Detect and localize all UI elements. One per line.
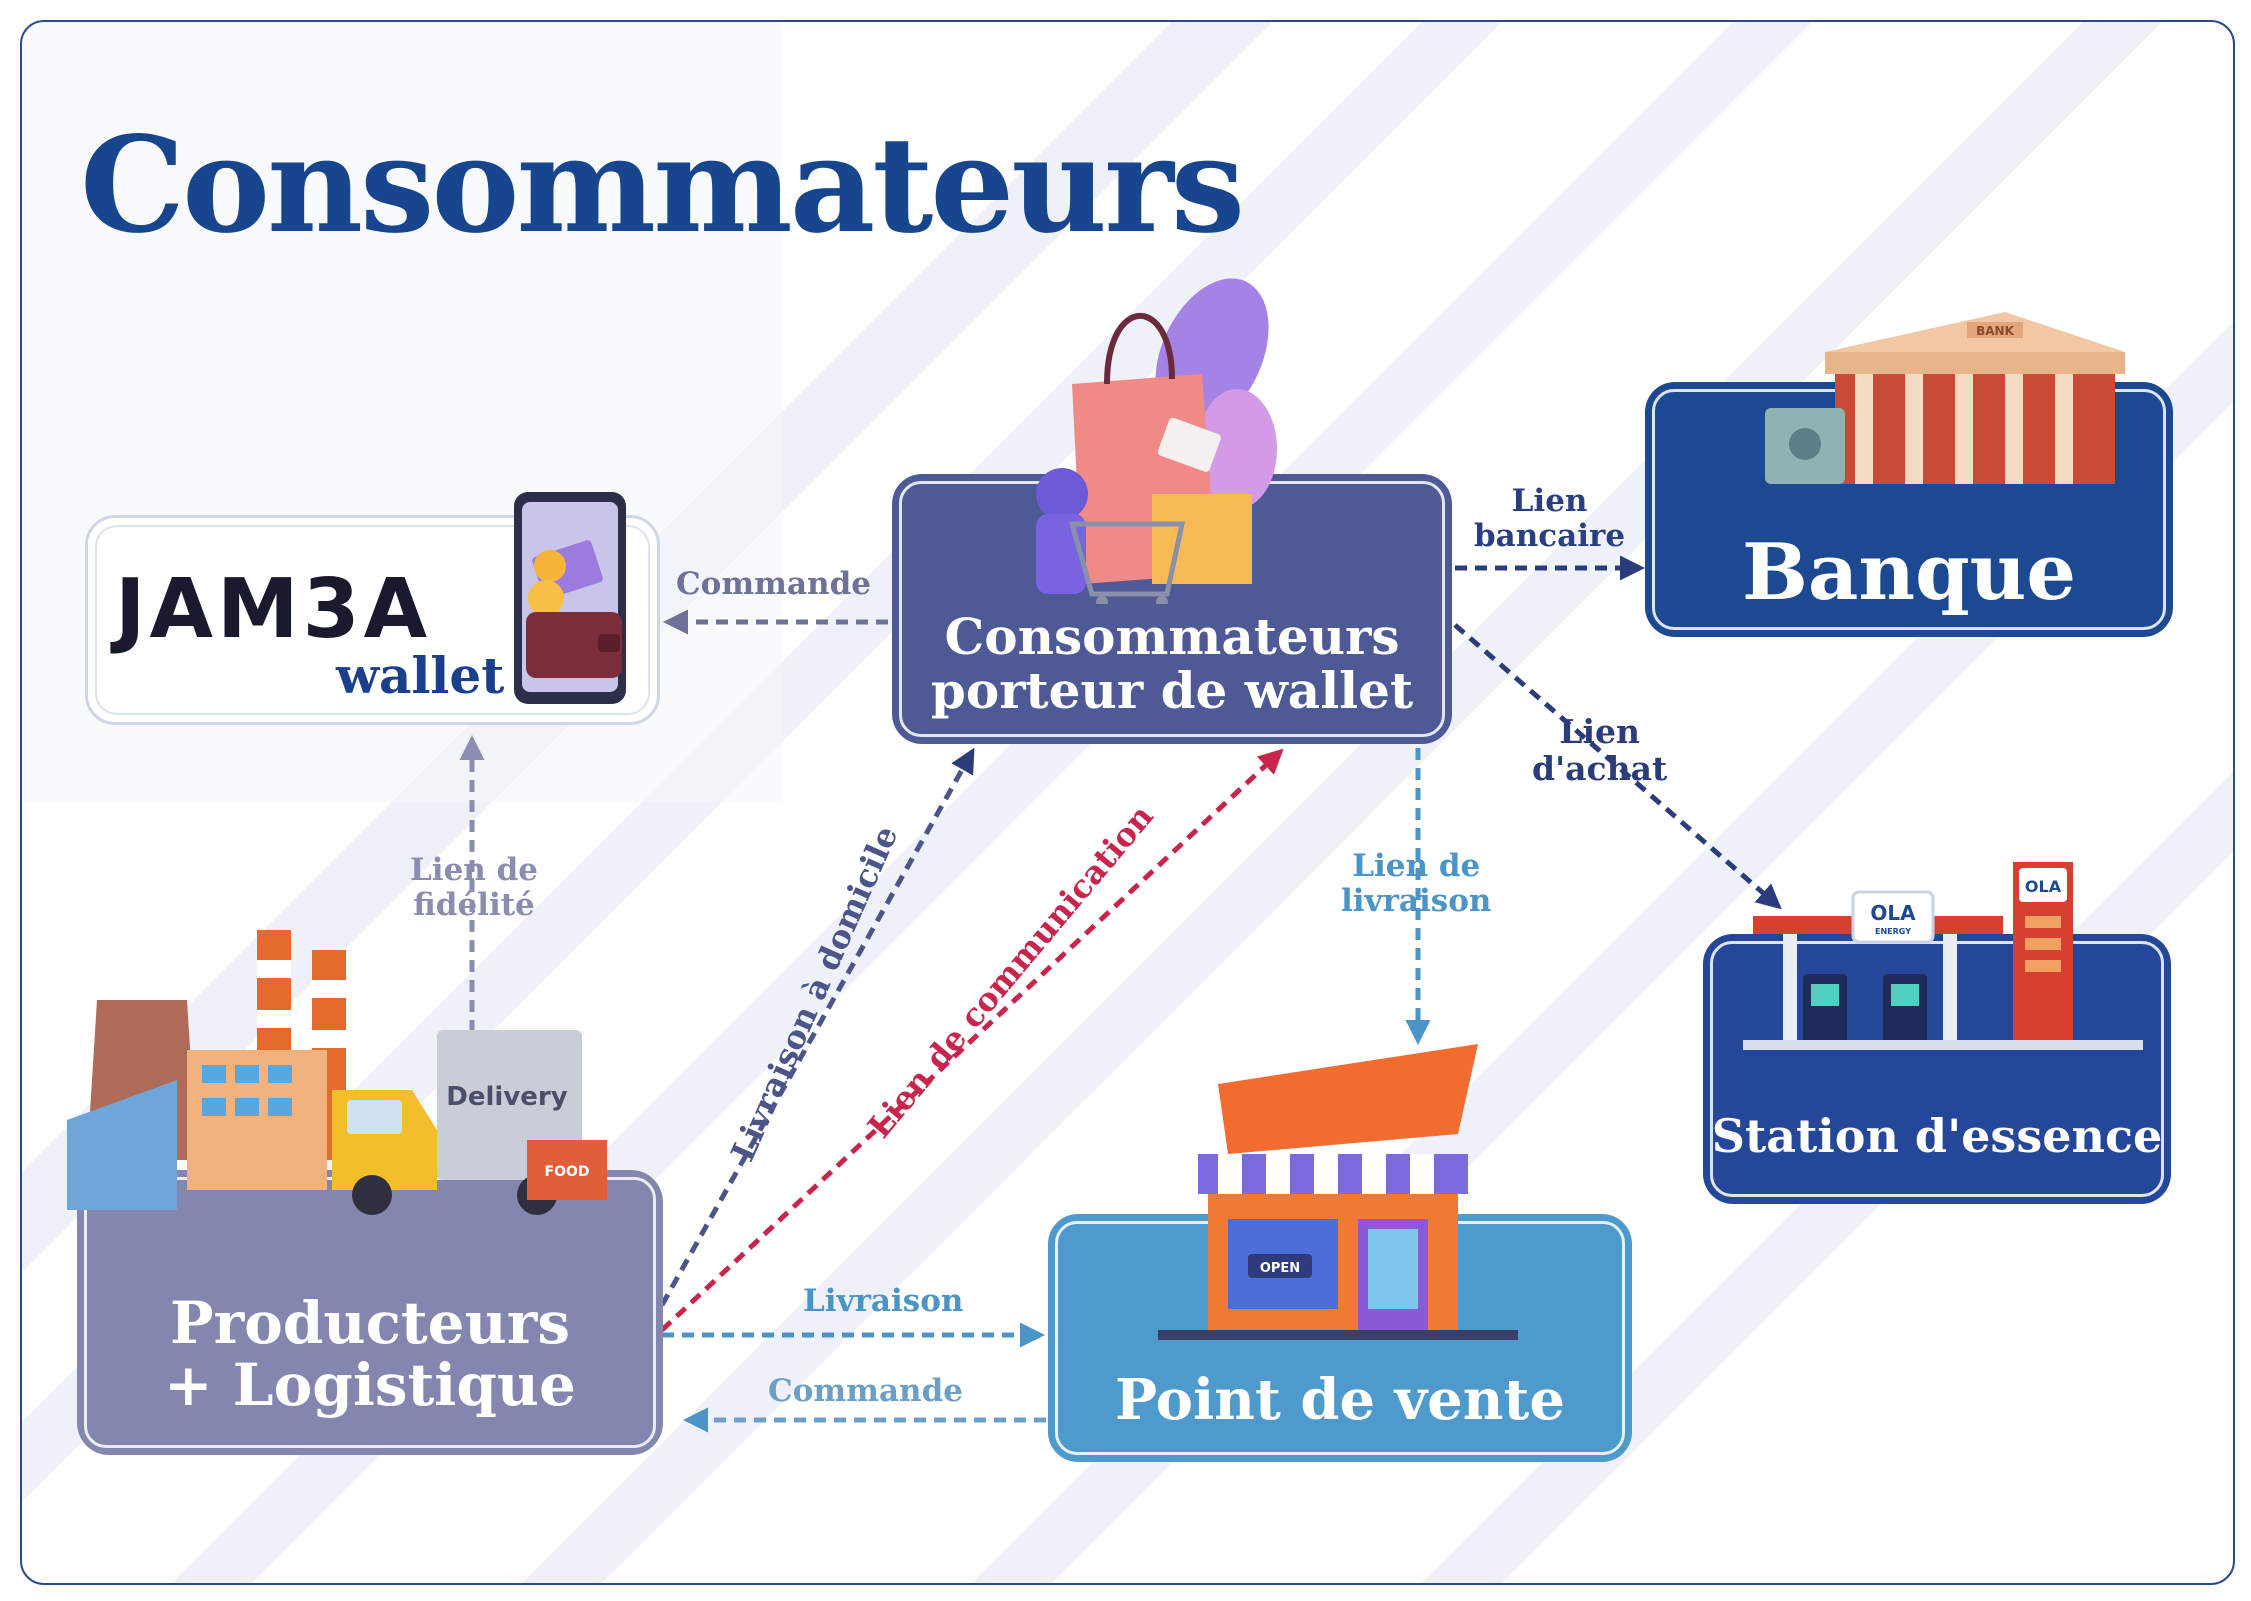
shopping-illustration: [1036, 278, 1277, 604]
bank-illustration: BANK: [1765, 312, 2125, 484]
gas-station-illustration: OLA ENERGY OLA: [1743, 862, 2143, 1050]
consumer-label-line2: porteur de wallet: [930, 661, 1414, 720]
wallet-word: wallet: [336, 646, 505, 705]
station-pylon-brand-text: OLA: [2025, 877, 2062, 896]
node-producers-label: Producteurs + Logistique: [164, 1292, 576, 1417]
bank-sign-text: BANK: [1976, 324, 2014, 338]
shop-illustration: OPEN: [1158, 1044, 1518, 1340]
lien-livraison-line1: Lien de: [1352, 848, 1481, 884]
link-label-lien-achat: Lien d'achat: [1532, 712, 1668, 788]
node-consumer-wallet-holder: Consommateurs porteur de wallet: [892, 278, 1452, 744]
node-jamba-wallet: JAM3A wallet: [85, 492, 660, 725]
link-label-lien-livraison: Lien de livraison: [1341, 849, 1491, 918]
lien-fidelite-line1: Lien de: [410, 852, 539, 888]
station-brand-sub-text: ENERGY: [1875, 927, 1911, 936]
food-box-text: FOOD: [545, 1164, 590, 1180]
node-point-of-sale: OPEN Point de vente: [1048, 1044, 1632, 1462]
link-label-lien-bancaire: Lien bancaire: [1474, 484, 1625, 553]
node-station-border: [1710, 941, 2164, 1197]
lien-livraison-line2: livraison: [1341, 882, 1492, 919]
phone-wallet-icon: [514, 492, 626, 704]
jamba-logo: JAM3A: [115, 562, 432, 657]
node-gas-station: OLA ENERGY OLA Station d'essence: [1703, 862, 2171, 1204]
link-label-commande-bottom: Commande: [768, 1373, 963, 1409]
factory-truck-illustration: Delivery FOOD: [67, 930, 607, 1215]
shop-open-sign-text: OPEN: [1260, 1261, 1300, 1276]
consumer-label-line1: Consommateurs: [944, 607, 1400, 666]
producers-label-line2: + Logistique: [164, 1351, 576, 1420]
link-label-commande-top: Commande: [676, 566, 871, 602]
link-label-livraison: Livraison: [803, 1283, 964, 1319]
node-wallet-border: [95, 525, 650, 715]
station-brand-text: OLA: [1870, 901, 1916, 925]
node-pos-label: Point de vente: [1115, 1366, 1565, 1433]
page-title: Consommateurs: [80, 108, 1245, 263]
node-station-label: Station d'essence: [1711, 1109, 2163, 1164]
producers-label-line1: Producteurs: [170, 1288, 570, 1357]
lien-fidelite-line2: fidélité: [413, 886, 535, 923]
node-producers-logistics: Delivery FOOD Producteurs + Logistique: [67, 930, 663, 1455]
node-bank: BANK Banque: [1645, 312, 2173, 637]
node-bank-label: Banque: [1741, 526, 2077, 618]
lien-bancaire-line1: Lien: [1511, 483, 1588, 519]
lien-bancaire-line2: bancaire: [1474, 517, 1626, 554]
node-consumer-label: Consommateurs porteur de wallet: [931, 610, 1413, 718]
lien-achat-line2: d'achat: [1532, 748, 1668, 788]
truck-delivery-text: Delivery: [446, 1082, 567, 1112]
link-label-lien-fidelite: Lien de fidélité: [410, 853, 538, 922]
lien-achat-line1: Lien: [1559, 712, 1640, 751]
